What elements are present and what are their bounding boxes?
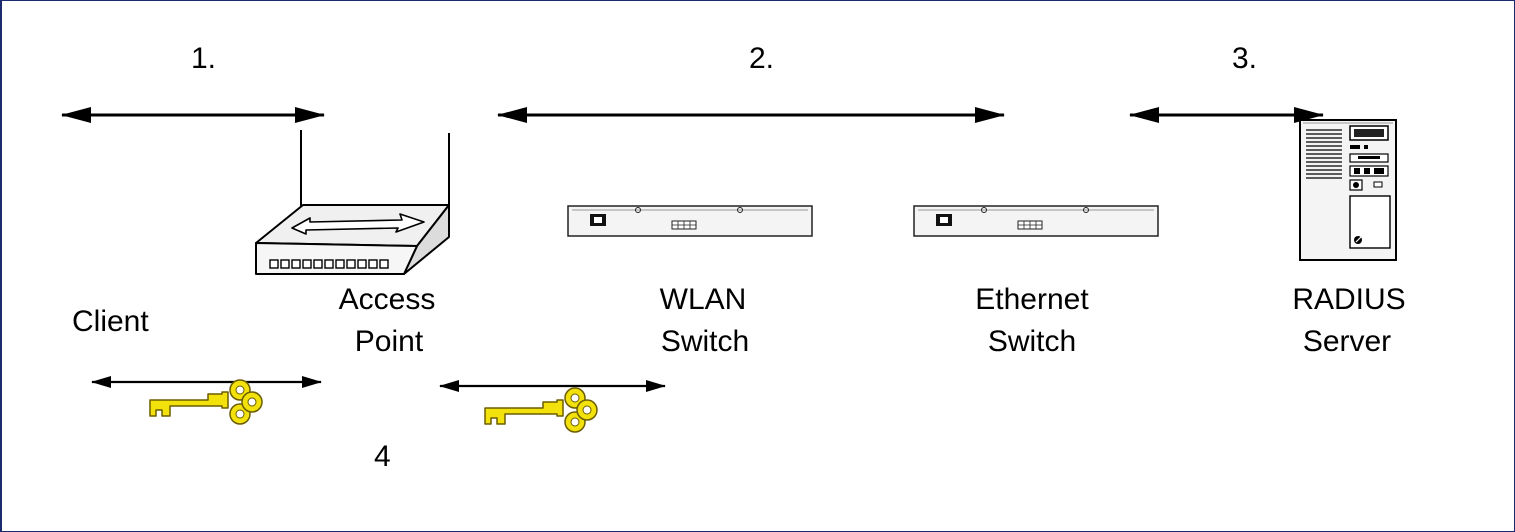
client-label: Client xyxy=(72,305,149,338)
wireless-access-point-icon xyxy=(255,130,450,275)
access-point-label-line1: Access xyxy=(339,283,436,316)
radius-server-label-line1: RADIUS xyxy=(1292,283,1405,316)
wlan-switch-label: WLAN Switch xyxy=(660,283,750,358)
client-label-line1: Client xyxy=(72,305,149,338)
key-icon xyxy=(149,379,263,425)
step-3-label: 3. xyxy=(1232,42,1257,75)
radius-server-label: RADIUS Server xyxy=(1292,283,1405,358)
radius-server-label-line2: Server xyxy=(1303,325,1391,358)
ethernet-switch-icon xyxy=(913,205,1159,237)
wlan-switch-label-line1: WLAN xyxy=(660,283,747,316)
step-4-label: 4 xyxy=(374,440,391,473)
access-point-label-line2: Point xyxy=(355,325,424,358)
ethernet-switch-label-line1: Ethernet xyxy=(975,283,1089,316)
key-icon xyxy=(484,387,598,433)
tower-server-icon xyxy=(1299,119,1397,261)
access-point-label: Access Point xyxy=(339,283,436,358)
ethernet-switch-label: Ethernet Switch xyxy=(975,283,1089,358)
wlan-switch-label-line2: Switch xyxy=(661,325,749,358)
step-2-label: 2. xyxy=(749,42,774,75)
step-1-label: 1. xyxy=(191,42,216,75)
wlan-switch-icon xyxy=(567,205,813,237)
ethernet-switch-label-line2: Switch xyxy=(988,325,1076,358)
